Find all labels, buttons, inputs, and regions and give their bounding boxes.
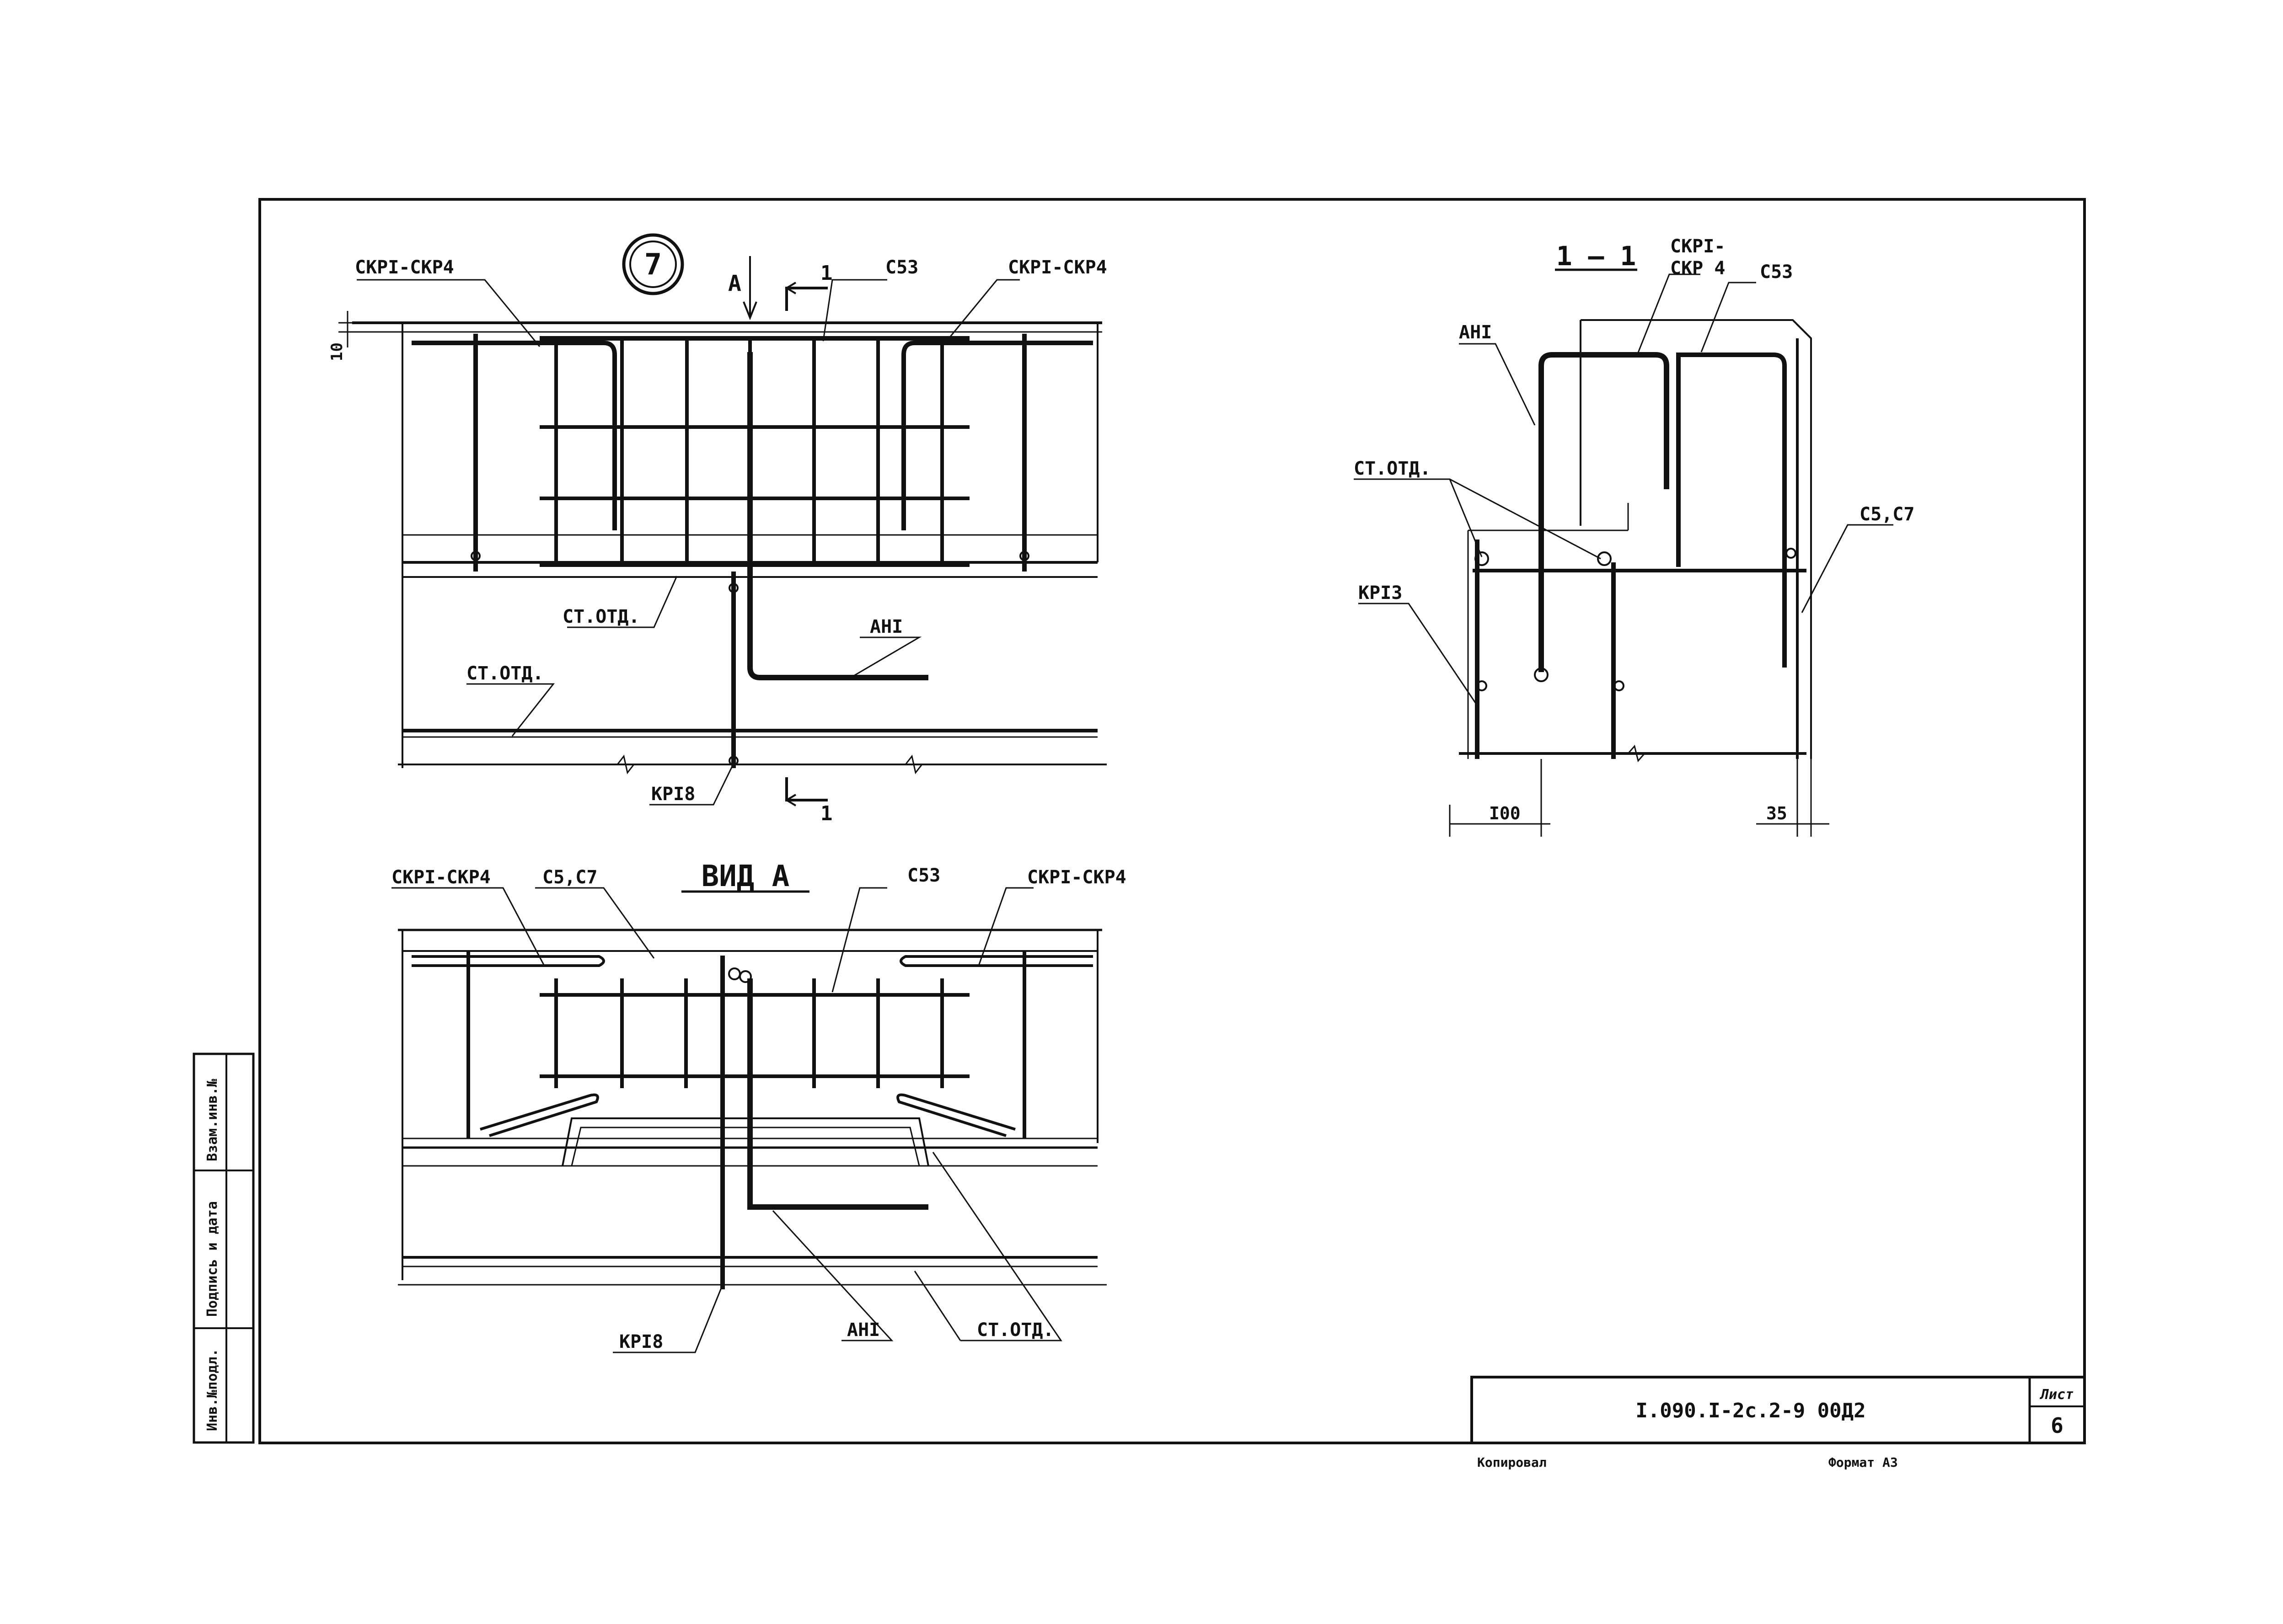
detail-callout: 7	[622, 233, 684, 295]
section-title: 1 — 1	[1556, 240, 1636, 272]
section-label-skr-line2: СКР 4	[1670, 258, 1725, 279]
view-a-label-ahi: АНI	[847, 1320, 880, 1341]
elevation-view-arrow-label: А	[728, 271, 741, 296]
section-label-c5c7: С5,С7	[1860, 504, 1914, 525]
elevation-label-skr-left: СКРI-СКР4	[355, 257, 454, 278]
section-label-ahi: АНI	[1459, 322, 1492, 343]
elevation-label-c53: С53	[885, 257, 918, 278]
view-a-label-c53: С53	[907, 865, 940, 886]
elevation-label-kr18: КРI8	[651, 784, 695, 805]
section-1-1-drawing	[1354, 268, 1893, 837]
view-a-label-skr-right: СКРI-СКР4	[1027, 867, 1126, 888]
section-label-st-otd: СТ.ОТД.	[1354, 458, 1431, 479]
view-a-drawing	[391, 887, 1107, 1353]
callout-number: 7	[644, 248, 662, 282]
elevation-label-ahi: АНI	[870, 616, 903, 637]
sheet-frame	[193, 198, 2086, 1444]
section-label-kr13: КРI3	[1358, 582, 1402, 604]
view-a-label-c5c7: С5,С7	[542, 867, 597, 888]
elevation-label-st-otd-upper: СТ.ОТД.	[563, 606, 640, 627]
section-dim-100: I00	[1489, 803, 1521, 823]
footer-copied-by: Копировал	[1477, 1455, 1547, 1470]
sheet-label: Лист	[2039, 1387, 2074, 1403]
stamp-inv-number-label: Инв.№подл.	[204, 1348, 220, 1431]
sheet-number: 6	[2051, 1413, 2063, 1438]
elevation-label-st-otd-lower: СТ.ОТД.	[466, 663, 544, 684]
elevation-section-mark-bottom: 1	[820, 802, 833, 825]
elevation-label-skr-right: СКРI-СКР4	[1008, 257, 1107, 278]
view-a-label-st-otd: СТ.ОТД.	[977, 1320, 1054, 1341]
elevation-section-mark-top: 1	[820, 262, 833, 285]
section-dim-35: 35	[1766, 803, 1787, 823]
elevation-drawing	[338, 256, 1107, 807]
document-code: I.090.I-2с.2-9 00Д2	[1635, 1399, 1865, 1422]
elevation-dim-10: 10	[328, 342, 346, 361]
stamp-replaced-inv-label: Взам.инв.№	[204, 1078, 220, 1161]
footer-format: Формат А3	[1828, 1455, 1898, 1470]
stamp-signature-date-label: Подпись и дата	[204, 1201, 220, 1317]
section-label-c53: С53	[1760, 262, 1793, 283]
view-a-title: ВИД А	[702, 860, 790, 893]
view-a-label-skr-left: СКРI-СКР4	[391, 867, 491, 888]
view-a-label-kr18: КРI8	[619, 1331, 663, 1352]
section-label-skr-line1: СКРI-	[1670, 236, 1725, 257]
